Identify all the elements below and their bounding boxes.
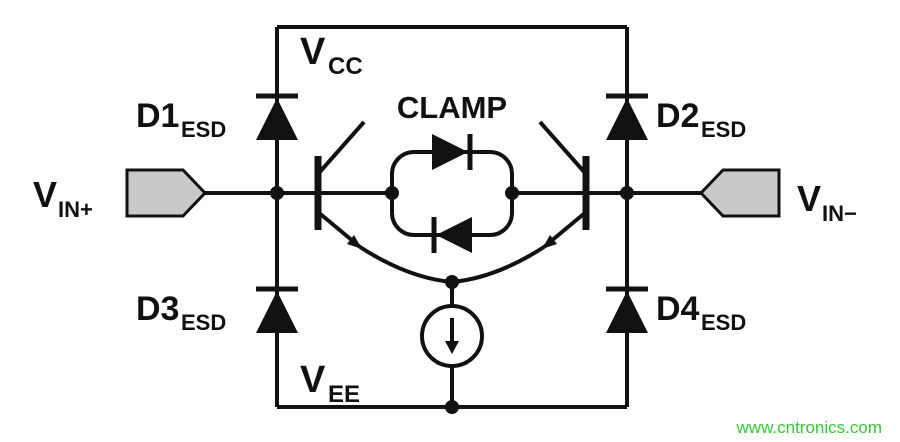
junction-dot <box>445 400 459 414</box>
left-emitter-wire <box>358 245 453 284</box>
left-emitter-arrow <box>347 235 362 249</box>
vin-minus-pad <box>698 168 781 218</box>
clamp-diode-top <box>432 134 473 170</box>
d4-label-sub: ESD <box>701 310 746 335</box>
current-arrow-icon <box>445 341 459 354</box>
d2-label: D2 <box>656 97 699 135</box>
d1-diode <box>256 93 298 140</box>
d2-label-sub: ESD <box>701 117 746 142</box>
d4-diode <box>606 286 648 333</box>
right-transistor <box>538 120 590 249</box>
d1-label: D1 <box>136 97 179 135</box>
d4-label: D4 <box>656 290 700 328</box>
clamp-loop <box>390 150 514 237</box>
wires <box>200 25 707 409</box>
tail-current-source <box>420 304 484 368</box>
d3-label-sub: ESD <box>181 310 226 335</box>
vin-plus-pad <box>125 168 208 218</box>
junction-dot <box>445 275 459 289</box>
vin-plus-label-sub: IN+ <box>58 197 93 222</box>
vcc-label: V <box>300 31 326 73</box>
d2-diode <box>606 93 648 140</box>
watermark: www.cntronics.com <box>736 418 882 437</box>
vee-label-sub: EE <box>328 381 360 408</box>
junction-dot <box>505 186 519 200</box>
vin-plus-label: V <box>33 174 57 215</box>
right-emitter-arrow <box>542 235 557 249</box>
junction-dots <box>270 186 634 414</box>
d1-label-sub: ESD <box>181 117 226 142</box>
vee-label: V <box>300 359 326 401</box>
vcc-label-sub: CC <box>328 53 363 80</box>
junction-dot <box>620 186 634 200</box>
junction-dot <box>385 186 399 200</box>
vin-minus-label-sub: IN− <box>822 201 857 226</box>
labels: V CC V EE CLAMP D1 ESD D2 ESD D3 ESD D4 … <box>33 31 882 437</box>
right-emitter-wire <box>451 245 546 284</box>
clamp-label: CLAMP <box>397 90 507 125</box>
d3-diode <box>256 286 298 333</box>
junction-dot <box>270 186 284 200</box>
vin-minus-label: V <box>797 178 821 219</box>
left-transistor <box>314 120 366 249</box>
clamp-diode-bottom <box>431 217 472 253</box>
d3-label: D3 <box>136 290 179 328</box>
